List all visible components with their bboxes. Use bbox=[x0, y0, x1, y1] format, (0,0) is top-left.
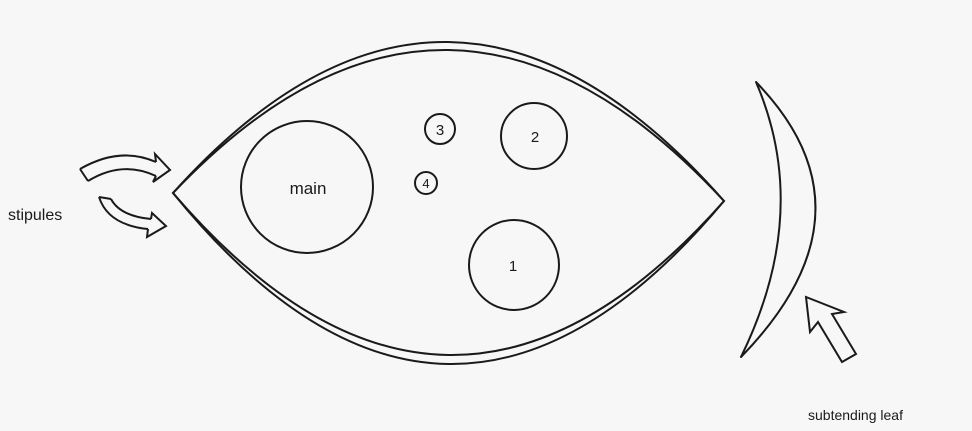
bud-1-label: 1 bbox=[509, 258, 517, 275]
bud-2-label: 2 bbox=[531, 129, 539, 146]
stipule-arrow-lower bbox=[99, 197, 166, 237]
bud-4-label: 4 bbox=[422, 176, 429, 191]
stipule-arrow-upper bbox=[80, 154, 170, 182]
subtending-leaf-arrow bbox=[806, 297, 856, 362]
envelope-inner-line bbox=[173, 50, 724, 355]
bud-main-label: main bbox=[290, 179, 327, 198]
subtending-leaf-label: subtending leaf bbox=[808, 407, 903, 423]
stipules-label: stipules bbox=[8, 207, 62, 224]
bud-3-label: 3 bbox=[436, 122, 444, 139]
subtending-leaf-shape bbox=[741, 82, 815, 357]
envelope-outer-line bbox=[173, 42, 724, 364]
